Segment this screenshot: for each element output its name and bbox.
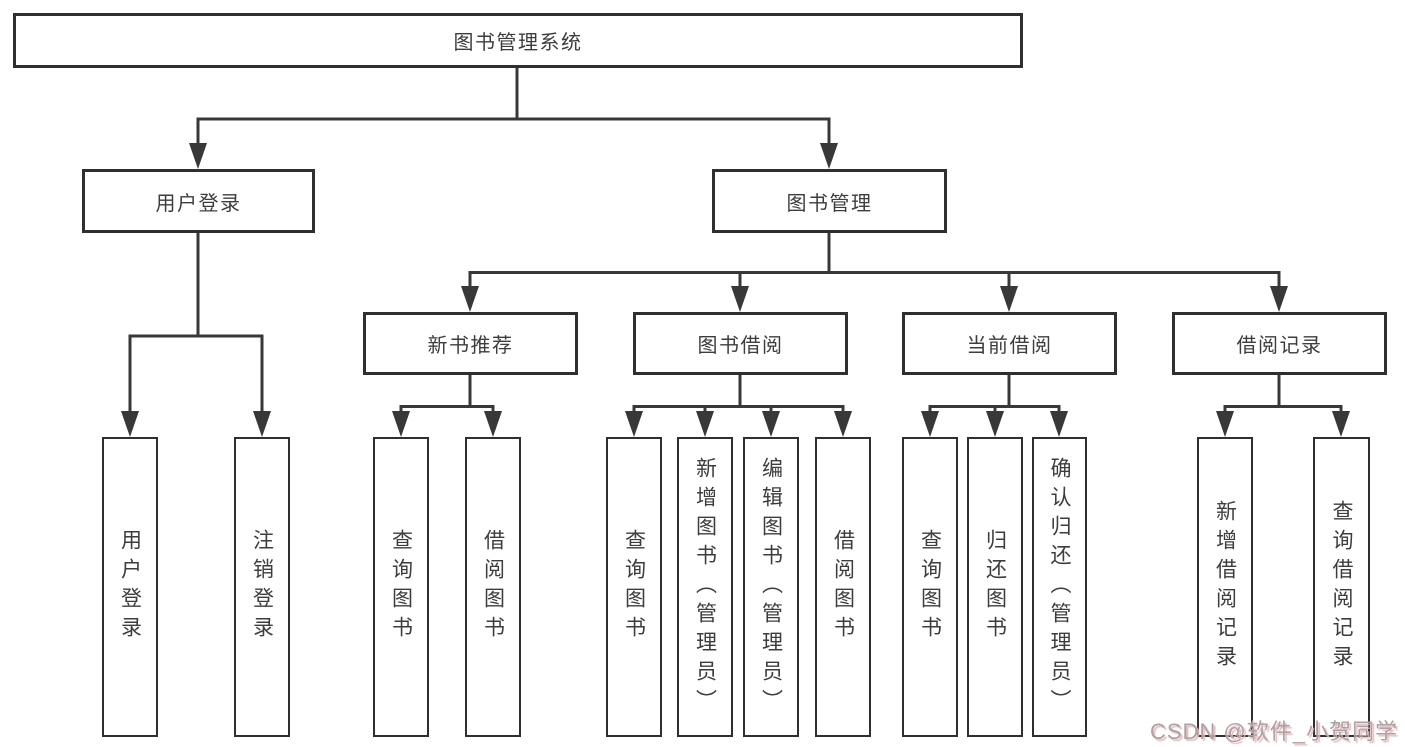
node-leaf-user-login-label: 用户登录	[118, 529, 142, 645]
node-new-book-recommendation: 新书推荐	[363, 312, 578, 375]
node-user-login: 用户登录	[82, 169, 315, 233]
node-leaf-borrow-books-recommend-label: 借阅图书	[481, 529, 505, 645]
node-leaf-query-books-recommend: 查询图书	[373, 437, 429, 737]
node-book-management-label: 图书管理	[786, 192, 873, 215]
node-leaf-edit-books-admin-label: 编辑图书（管理员）	[759, 456, 783, 718]
node-leaf-return-books: 归还图书	[967, 437, 1023, 737]
node-leaf-add-books-admin-label: 新增图书（管理员）	[693, 456, 717, 718]
node-borrowing-records-label: 借阅记录	[1236, 335, 1323, 357]
node-leaf-user-login: 用户登录	[102, 437, 158, 737]
node-leaf-logout-label: 注销登录	[250, 529, 274, 645]
node-leaf-query-books-borrowing-label: 查询图书	[622, 529, 646, 645]
node-leaf-borrow-books-borrowing-label: 借阅图书	[831, 529, 855, 645]
node-leaf-query-borrow-record-label: 查询借阅记录	[1330, 500, 1353, 674]
arrow-down-icons	[121, 143, 1350, 437]
node-book-management: 图书管理	[712, 169, 947, 233]
node-leaf-return-books-label: 归还图书	[983, 529, 1007, 645]
node-leaf-query-books-current: 查询图书	[902, 437, 958, 737]
node-book-borrowing: 图书借阅	[633, 312, 848, 375]
node-root-label: 图书管理系统	[453, 32, 583, 54]
node-leaf-query-borrow-record: 查询借阅记录	[1313, 437, 1370, 737]
node-leaf-borrow-books-borrowing: 借阅图书	[815, 437, 871, 737]
node-new-book-recommendation-label: 新书推荐	[427, 335, 514, 357]
node-book-borrowing-label: 图书借阅	[697, 335, 784, 357]
node-user-login-label: 用户登录	[155, 192, 242, 215]
watermark: CSDN @软件_小贺同学	[1149, 719, 1398, 744]
node-leaf-logout: 注销登录	[234, 437, 290, 737]
node-leaf-borrow-books-recommend: 借阅图书	[465, 437, 521, 737]
node-leaf-add-books-admin: 新增图书（管理员）	[677, 437, 733, 737]
node-leaf-confirm-return-admin: 确认归还（管理员）	[1032, 437, 1087, 737]
node-leaf-add-borrow-record-label: 新增借阅记录	[1213, 500, 1237, 674]
node-leaf-query-books-borrowing: 查询图书	[606, 437, 662, 737]
node-leaf-confirm-return-admin-label: 确认归还（管理员）	[1048, 456, 1071, 718]
node-current-borrowing-label: 当前借阅	[966, 335, 1053, 357]
node-leaf-add-borrow-record: 新增借阅记录	[1197, 437, 1253, 737]
node-leaf-edit-books-admin: 编辑图书（管理员）	[743, 437, 799, 737]
node-leaf-query-books-current-label: 查询图书	[918, 529, 942, 645]
node-leaf-query-books-recommend-label: 查询图书	[389, 529, 413, 645]
node-current-borrowing: 当前借阅	[902, 312, 1117, 375]
node-borrowing-records: 借阅记录	[1172, 312, 1387, 375]
node-root: 图书管理系统	[13, 13, 1023, 68]
